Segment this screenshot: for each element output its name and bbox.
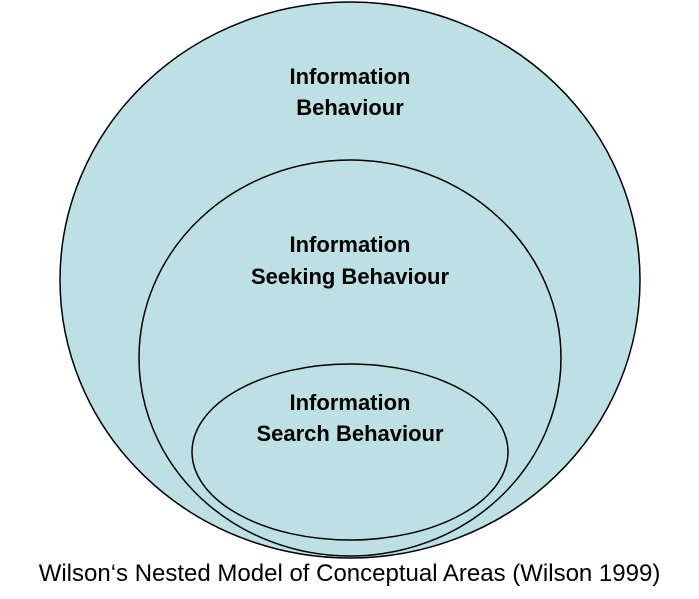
diagram-caption: Wilson‘s Nested Model of Conceptual Area…: [38, 560, 661, 587]
inner-circle-information-search-behaviour: [191, 363, 509, 541]
nested-model-diagram: Information Behaviour Information Seekin…: [59, 1, 641, 559]
middle-label-line1: Information: [290, 232, 411, 257]
inner-label-line2: Search Behaviour: [256, 421, 444, 446]
outer-label-line2: Behaviour: [296, 95, 404, 120]
middle-label-line2: Seeking Behaviour: [251, 264, 450, 289]
outer-label-line1: Information: [290, 64, 411, 89]
inner-label-line1: Information: [290, 390, 411, 415]
